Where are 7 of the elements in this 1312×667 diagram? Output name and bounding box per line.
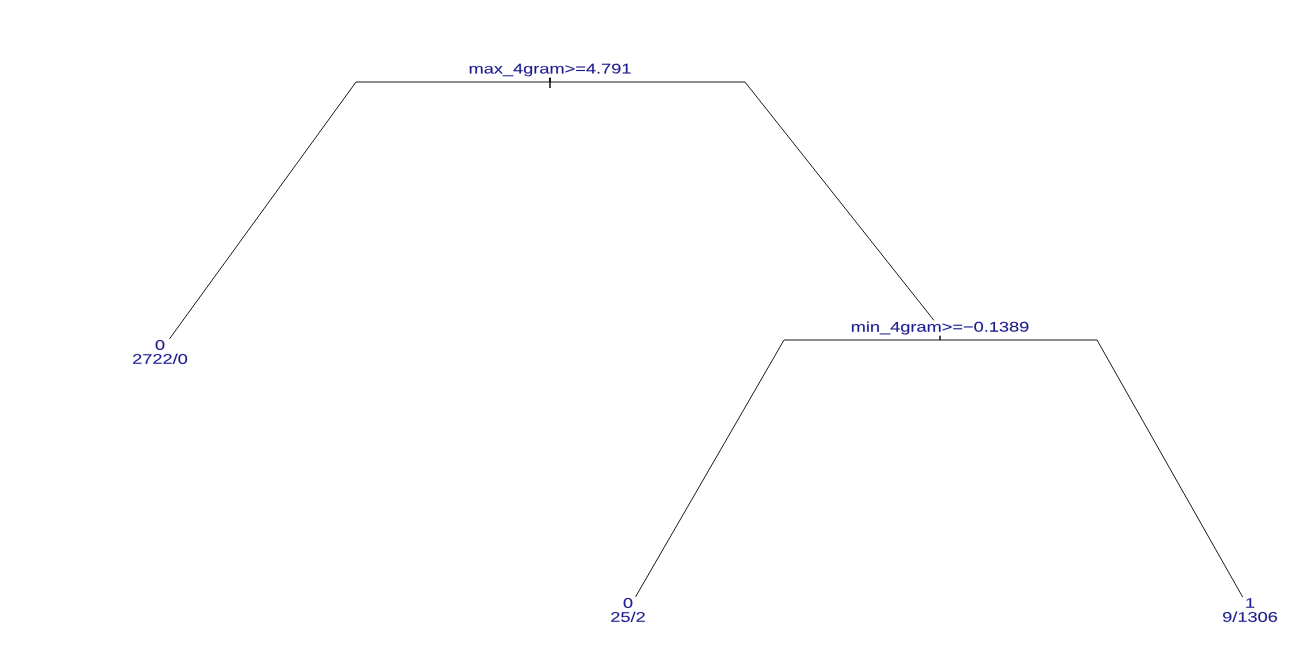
split-label: min_4gram>=−0.1389 bbox=[851, 321, 1029, 335]
leaf-label: 0 2722/0 bbox=[133, 339, 188, 364]
leaf-label: 0 25/2 bbox=[611, 597, 645, 622]
leaf-label: 1 9/1306 bbox=[1223, 598, 1278, 622]
split-label: max_4gram>=4.791 bbox=[469, 63, 631, 77]
branch-line bbox=[549, 77, 935, 321]
branch-line bbox=[939, 335, 1244, 598]
